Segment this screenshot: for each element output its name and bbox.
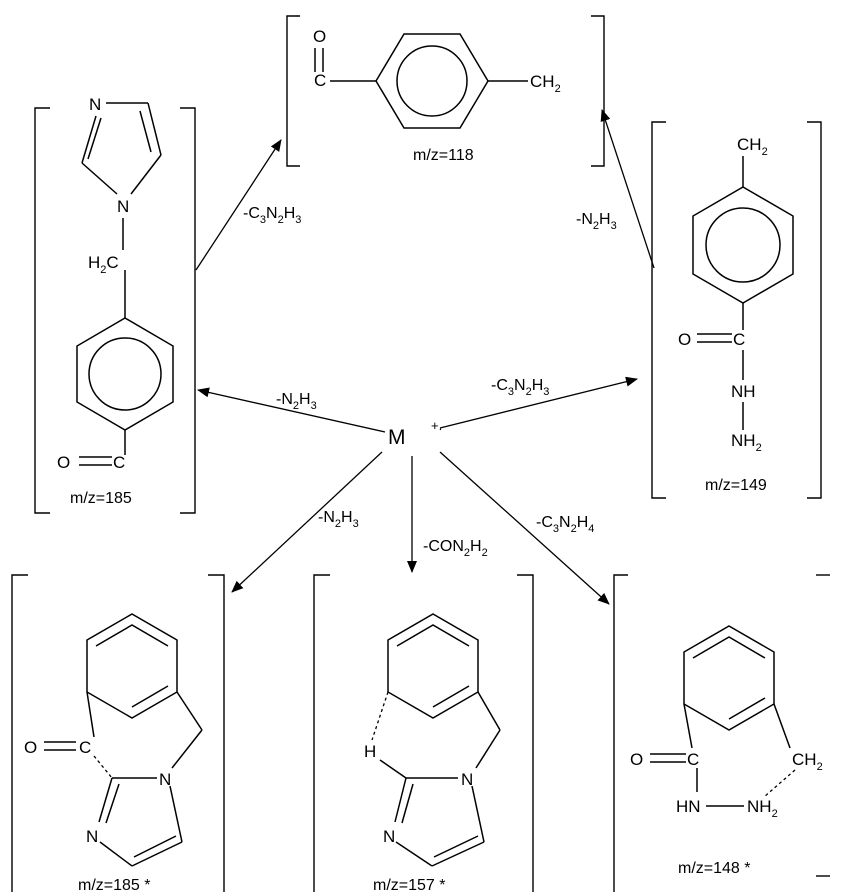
arrow-to-bottom-right xyxy=(439,451,610,605)
bracket-right-close xyxy=(807,121,822,499)
atom-c: C xyxy=(733,330,745,349)
mz-label-bottom-center: m/z=157 * xyxy=(373,877,445,892)
mz-label-top: m/z=118 xyxy=(413,147,474,164)
fragment-bottom-right: O C CH2 HN NH2 m/z=148 * xyxy=(613,574,830,892)
fragment-bottom-center: H N N m/z=157 * xyxy=(313,574,534,892)
fragment-bottom-left: O C N N m/z=185 * xyxy=(11,574,225,892)
bracket-bottom-right-open xyxy=(613,574,628,892)
atom-c: C xyxy=(687,750,699,769)
benzene-ring xyxy=(683,625,775,731)
benzene-ring xyxy=(692,186,794,304)
loss-label-to-right: -C3N2H3 xyxy=(491,377,549,398)
bracket-right-open xyxy=(651,121,666,499)
imidazole-ring xyxy=(81,102,162,195)
fragment-top: O C CH2 m/z=118 xyxy=(286,15,605,167)
arrow-to-left xyxy=(197,387,386,433)
atom-c: C xyxy=(113,453,125,472)
atom-n-bottom: N xyxy=(86,827,98,846)
atom-ch2: CH2 xyxy=(792,750,823,773)
atom-o: O xyxy=(678,330,691,349)
atom-ch2-linker: H2C xyxy=(88,253,119,276)
fragment-right: CH2 O C NH NH2 m/z=149 xyxy=(651,121,822,499)
fragment-left: N N H2C O C m/z=185 xyxy=(34,95,196,514)
bracket-bottom-left-close xyxy=(208,574,225,892)
atom-nh2: NH2 xyxy=(747,797,778,820)
atom-hn: HN xyxy=(676,797,701,816)
bracket-bottom-center-open xyxy=(313,574,330,892)
bracket-bottom-center-close xyxy=(517,574,534,892)
atom-n-bottom: N xyxy=(383,827,395,846)
atom-n-ring: N xyxy=(159,770,171,789)
atom-n-imidazole: N xyxy=(89,95,101,114)
benzene-ring xyxy=(375,33,489,129)
atom-nh2: NH2 xyxy=(731,431,762,454)
molecular-ion-charge: +. xyxy=(431,418,442,433)
atom-nh: NH xyxy=(731,382,756,401)
benzene-ring xyxy=(76,317,174,431)
mz-label-bottom-left: m/z=185 * xyxy=(78,877,150,892)
arrow-to-right xyxy=(439,376,638,429)
bracket-left-close xyxy=(180,107,196,514)
arrow-right-to-top xyxy=(600,109,655,269)
molecular-ion: M +. xyxy=(388,418,442,449)
molecular-ion-symbol: M xyxy=(388,426,406,449)
atom-c: C xyxy=(314,71,326,90)
benzene-ring xyxy=(387,613,479,719)
benzene-ring xyxy=(86,613,178,719)
atom-h: H xyxy=(364,742,376,761)
loss-label-to-bottom-left: -N2H3 xyxy=(318,509,359,530)
loss-label-to-left: -N2H3 xyxy=(276,391,317,412)
arrow-to-bottom-left xyxy=(231,451,383,593)
mz-label-bottom-right: m/z=148 * xyxy=(678,860,750,877)
bracket-left-open xyxy=(34,107,50,514)
atom-o: O xyxy=(630,750,643,769)
atom-n-imidazole-ring: N xyxy=(117,197,129,216)
loss-label-right-to-top: -N2H3 xyxy=(576,211,617,232)
atom-ch2: CH2 xyxy=(530,72,561,95)
loss-label-to-bottom-right: -C3N2H4 xyxy=(536,514,594,535)
atom-c: C xyxy=(79,738,91,757)
bracket-bottom-left-open xyxy=(11,574,28,892)
loss-label-left-to-top: -C3N2H3 xyxy=(243,205,301,226)
imidazole-ring xyxy=(394,777,485,867)
atom-o: O xyxy=(24,738,37,757)
atom-o: O xyxy=(313,27,326,46)
loss-label-to-bottom-center: -CON2H2 xyxy=(423,538,488,559)
bracket-top-close xyxy=(591,15,605,167)
mz-label-left: m/z=185 xyxy=(70,490,132,507)
bracket-top-open xyxy=(286,15,300,167)
atom-ch2: CH2 xyxy=(737,135,768,158)
reaction-arrows xyxy=(195,109,655,605)
mz-label-right: m/z=149 xyxy=(705,477,767,494)
arrow-left-to-top xyxy=(195,139,282,271)
imidazole-ring xyxy=(98,777,183,867)
atom-o: O xyxy=(57,453,70,472)
atom-n-ring: N xyxy=(461,770,473,789)
